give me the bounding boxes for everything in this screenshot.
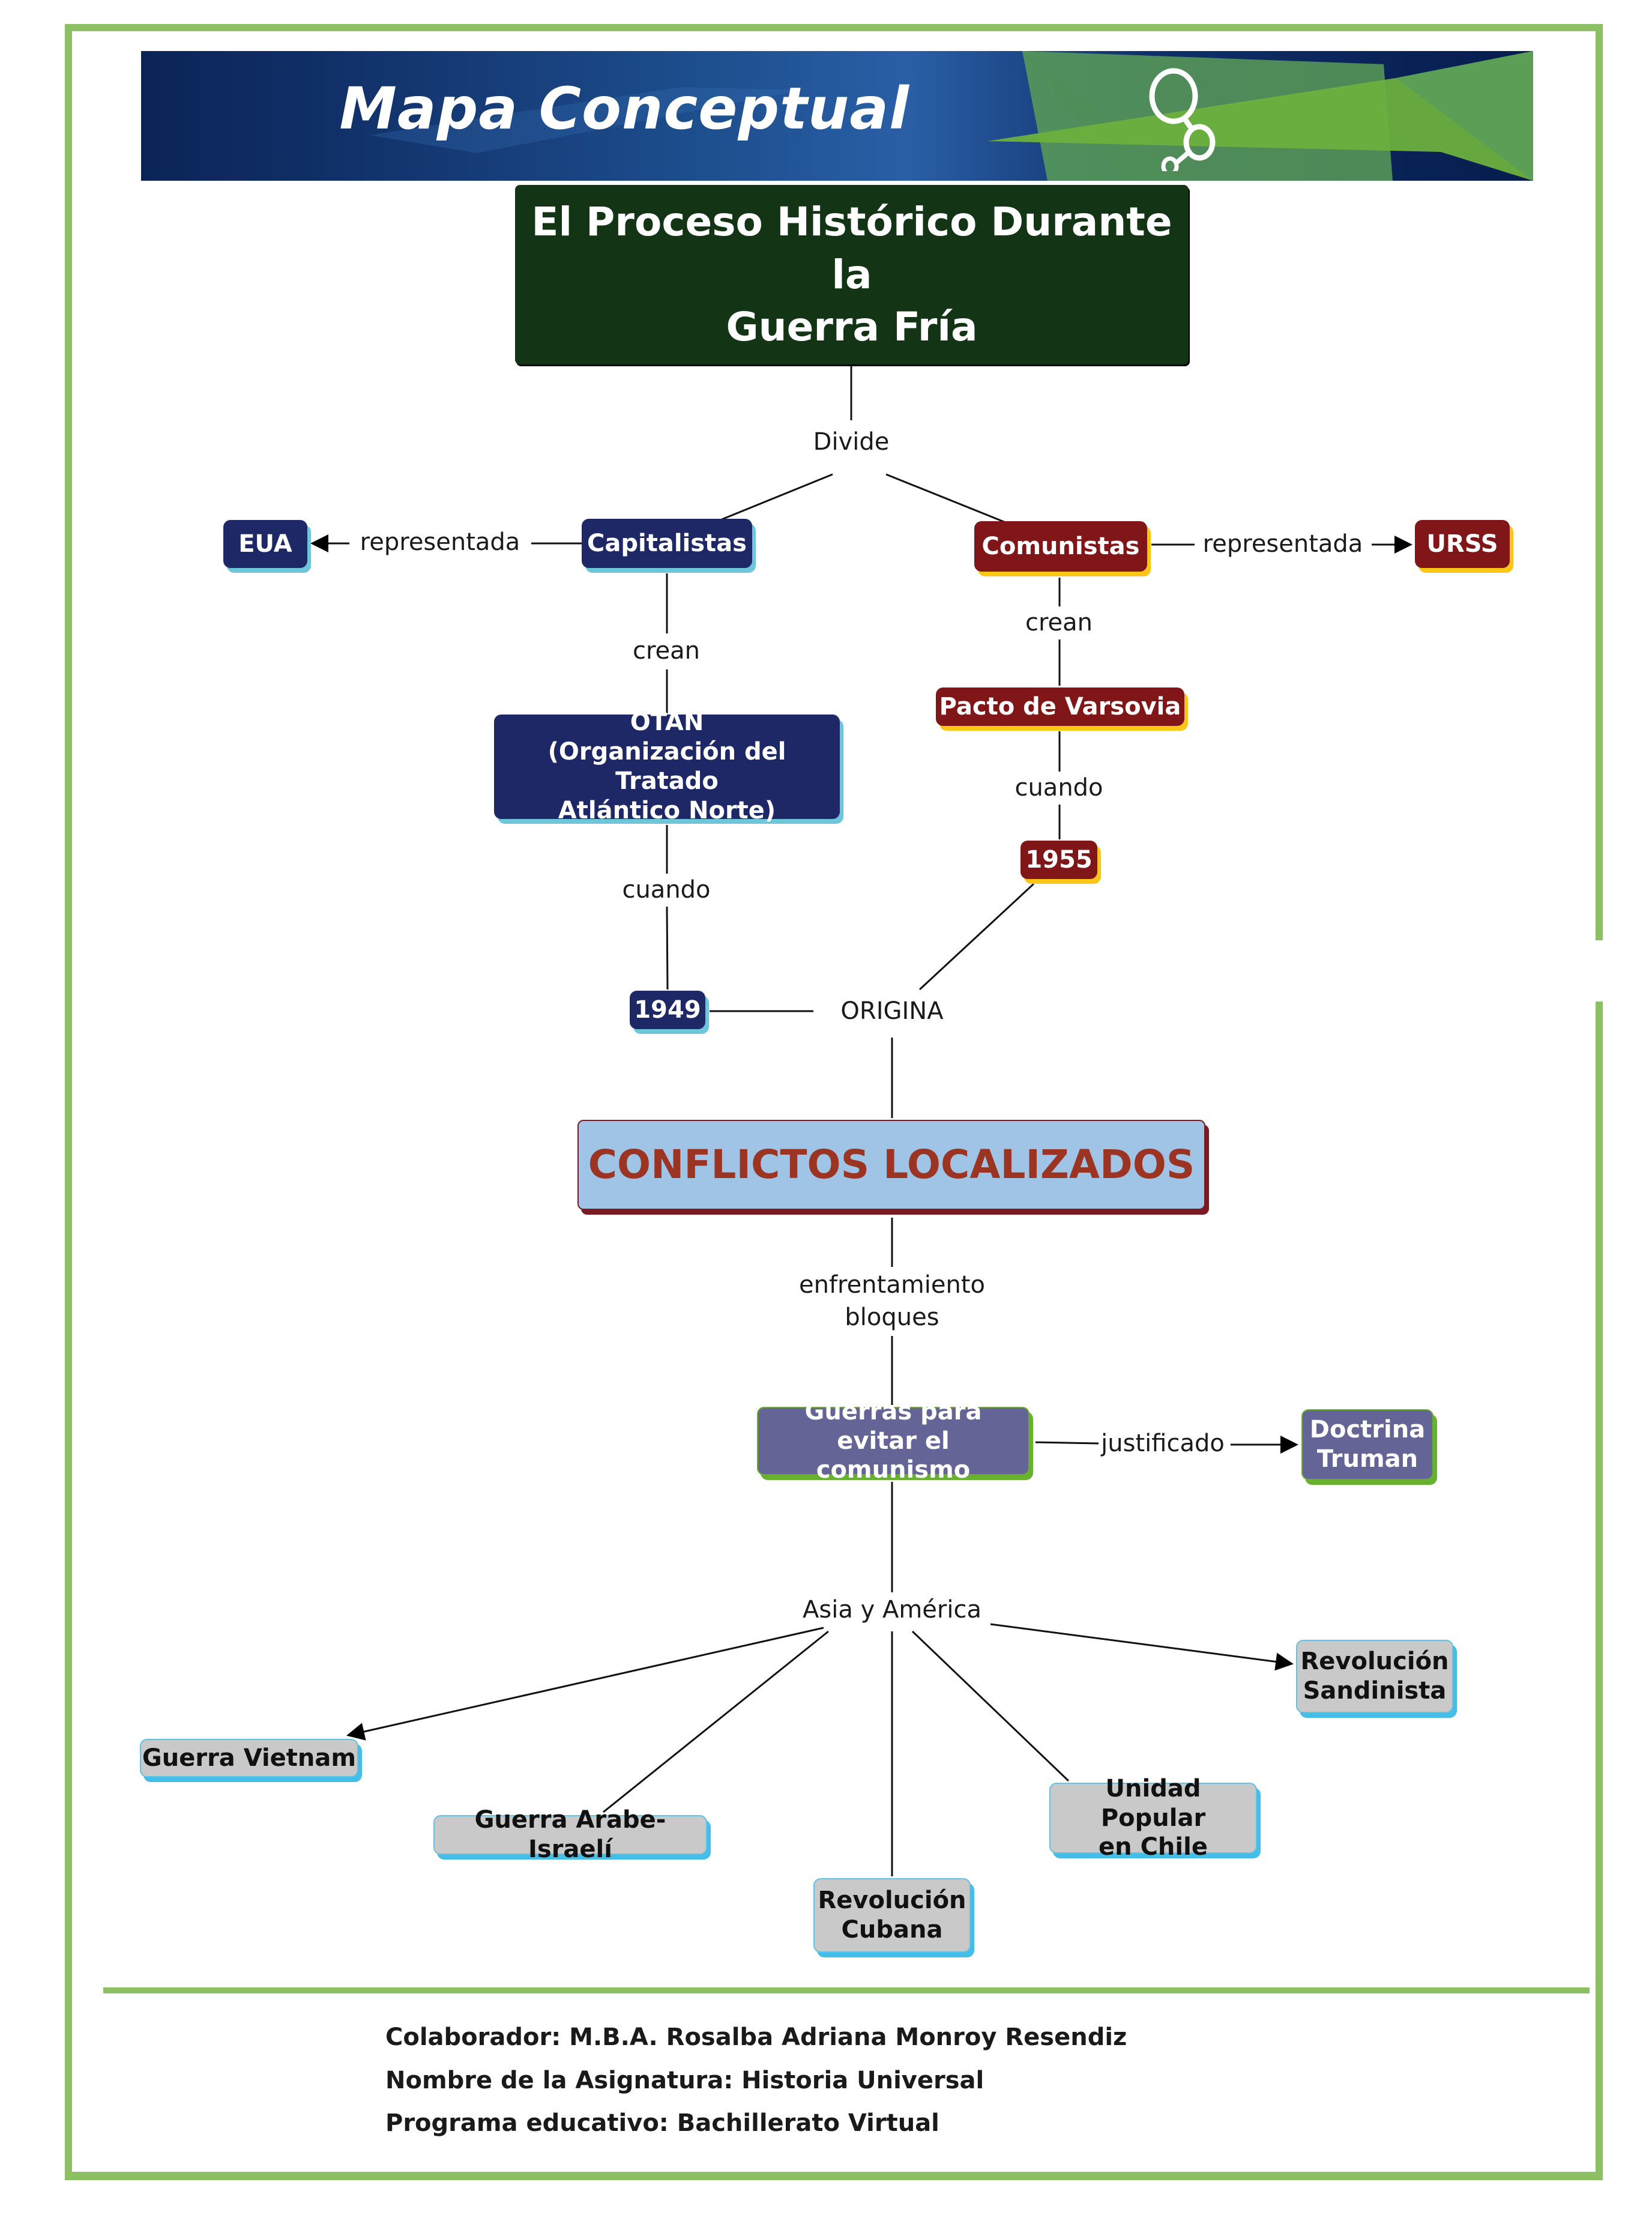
node-guerras-line-2: evitar el comunismo — [816, 1427, 971, 1484]
link-label-crean-left: crean — [630, 635, 703, 667]
node-unidad-popular-chile[interactable]: Unidad Popular en Chile — [1049, 1775, 1257, 1861]
node-guerra-vietnam[interactable]: Guerra Vietnam — [140, 1739, 358, 1777]
node-doctrina-line-2: Truman — [1316, 1445, 1418, 1473]
node-otan[interactable]: OTAN (Organización del Tratado Atlántico… — [494, 709, 840, 824]
line-divide-comunistas — [885, 473, 1006, 524]
link-label-divide: Divide — [810, 426, 892, 458]
header-banner: Mapa Conceptual — [141, 51, 1533, 181]
footer-divider — [103, 1987, 1590, 1993]
link-label-enfrentamiento-line-2: bloques — [845, 1304, 939, 1331]
node-eua[interactable]: EUA — [223, 520, 307, 568]
link-label-asia-america: Asia y América — [800, 1594, 984, 1626]
line-asia-chile — [911, 1630, 1070, 1782]
line-asia-arabe — [603, 1630, 829, 1813]
footer-program: Programa educativo: Bachillerato Virtual — [385, 2109, 939, 2137]
node-sandinista-line-2: Sandinista — [1303, 1677, 1447, 1705]
arrow-asia-sandinista — [990, 1623, 1294, 1671]
node-otan-line-2: (Organización del Tratado — [547, 738, 786, 795]
line-cuando-1949 — [666, 906, 669, 990]
footer-collaborator: Colaborador: M.B.A. Rosalba Adriana Monr… — [385, 2023, 1127, 2051]
footer-subject: Nombre de la Asignatura: Historia Univer… — [385, 2067, 984, 2094]
node-revolucion-sandinista[interactable]: Revolución Sandinista — [1296, 1640, 1453, 1713]
node-chile-line-2: en Chile — [1099, 1833, 1208, 1861]
frame-border-right-lower — [1596, 1002, 1603, 2180]
frame-border-right-upper — [1596, 24, 1603, 940]
node-guerras-evitar-comunismo[interactable]: Guerras para evitar el comunismo — [757, 1398, 1029, 1484]
concept-map-nodes-icon — [1149, 68, 1216, 171]
node-cubana-line-1: Revolución — [818, 1887, 966, 1915]
link-label-enfrentamiento-bloques: enfrentamiento bloques — [797, 1269, 987, 1334]
banner-title: Mapa Conceptual — [339, 75, 909, 142]
frame-border-top — [65, 24, 1603, 31]
link-label-justificado: justificado — [1099, 1427, 1227, 1460]
node-guerras-line-1: Guerras para — [804, 1397, 982, 1425]
main-topic-line-2: la — [831, 251, 872, 298]
node-pacto-de-varsovia[interactable]: Pacto de Varsovia — [936, 687, 1184, 726]
node-cubana-line-2: Cubana — [841, 1916, 943, 1944]
node-1949[interactable]: 1949 — [630, 991, 705, 1029]
node-otan-line-3: Atlántico Norte) — [558, 796, 776, 824]
node-doctrina-truman[interactable]: Doctrina Truman — [1301, 1409, 1433, 1480]
line-divide-capitalistas — [720, 473, 833, 521]
node-sandinista-line-1: Revolución — [1300, 1648, 1449, 1676]
node-1955[interactable]: 1955 — [1020, 841, 1097, 879]
link-label-cuando-right: cuando — [1012, 772, 1106, 804]
node-comunistas[interactable]: Comunistas — [974, 521, 1147, 572]
line-guerras-justificado — [1035, 1441, 1099, 1445]
link-label-representada-right: representada — [1200, 528, 1366, 560]
arrow-asia-vietnam — [346, 1627, 824, 1741]
main-topic-line-1: El Proceso Histórico Durante — [531, 198, 1172, 245]
banner-decoration — [369, 51, 1533, 181]
frame-border-left — [65, 24, 72, 2180]
node-guerra-arabe-israeli[interactable]: Guerra Arabe-Israelí — [433, 1806, 707, 1863]
node-urss[interactable]: URSS — [1415, 520, 1510, 568]
link-label-crean-right: crean — [1022, 606, 1096, 639]
frame-border-bottom — [65, 2172, 1603, 2180]
line-1955-origina — [918, 883, 1035, 991]
node-doctrina-line-1: Doctrina — [1309, 1416, 1426, 1444]
node-otan-line-1: OTAN — [630, 709, 704, 737]
link-label-cuando-left: cuando — [620, 874, 713, 906]
node-chile-line-1: Unidad Popular — [1100, 1774, 1206, 1832]
main-topic-node[interactable]: El Proceso Histórico Durante la Guerra F… — [515, 185, 1189, 364]
main-topic-line-3: Guerra Fría — [726, 304, 978, 351]
node-conflictos-localizados[interactable]: CONFLICTOS LOCALIZADOS — [577, 1120, 1205, 1210]
link-label-representada-left: representada — [357, 526, 523, 558]
node-revolucion-cubana[interactable]: Revolución Cubana — [813, 1878, 971, 1953]
link-label-origina: ORIGINA — [838, 995, 946, 1027]
node-capitalistas[interactable]: Capitalistas — [582, 519, 752, 568]
link-label-enfrentamiento-line-1: enfrentamiento — [799, 1271, 985, 1299]
